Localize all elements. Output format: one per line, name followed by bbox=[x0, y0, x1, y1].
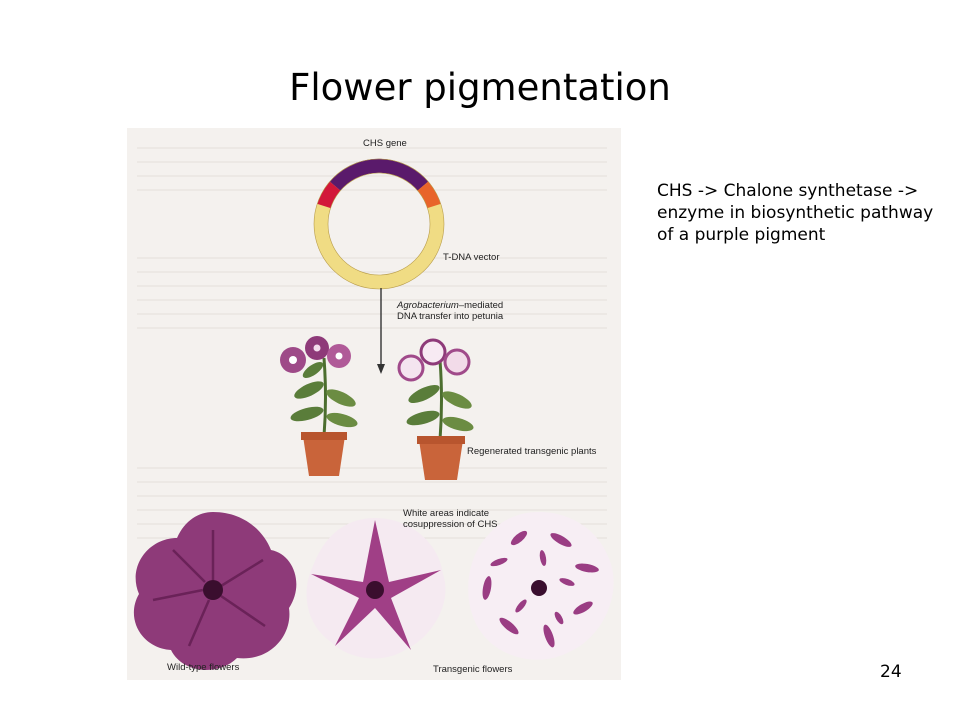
white-areas-label: White areas indicate cosuppression of CH… bbox=[403, 508, 498, 530]
transfer-label-italic: Agrobacterium bbox=[397, 300, 459, 311]
regenerated-label: Regenerated transgenic plants bbox=[467, 446, 596, 457]
chs-gene-label: CHS gene bbox=[363, 138, 407, 149]
slide-title: Flower pigmentation bbox=[0, 66, 960, 109]
transfer-label-line2: DNA transfer into petunia bbox=[397, 311, 503, 322]
page-number: 24 bbox=[880, 662, 902, 682]
transgenic-label: Transgenic flowers bbox=[433, 664, 512, 675]
white-areas-line2: cosuppression of CHS bbox=[403, 519, 498, 530]
petunia-figure: CHS gene T-DNA vector Agrobacterium–medi… bbox=[127, 128, 621, 680]
figure-illustration bbox=[127, 128, 621, 680]
t-dna-vector-label: T-DNA vector bbox=[443, 252, 500, 263]
side-note: CHS -> Chalone synthetase -> enzyme in b… bbox=[657, 180, 937, 246]
transfer-label: Agrobacterium–mediated DNA transfer into… bbox=[397, 300, 503, 322]
wildtype-label: Wild-type flowers bbox=[167, 662, 239, 673]
white-areas-line1: White areas indicate bbox=[403, 508, 489, 519]
transfer-label-rest: –mediated bbox=[459, 300, 503, 311]
